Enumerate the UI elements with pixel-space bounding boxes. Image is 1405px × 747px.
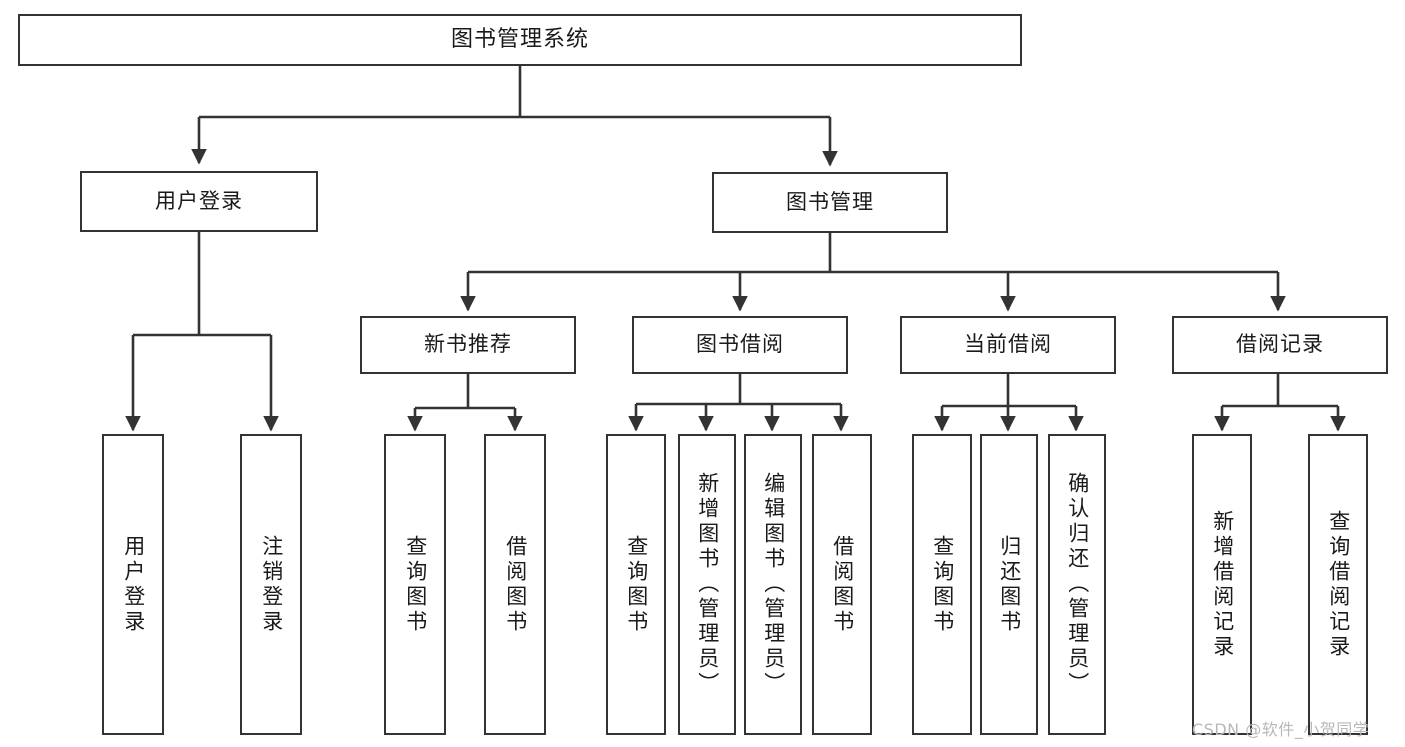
- leaf-borrow-borrow-book[interactable]: 借阅图书: [812, 434, 872, 735]
- node-label: 查询图书: [930, 534, 955, 635]
- node-label: 编辑图书（管理员）: [761, 472, 786, 697]
- node-label: 图书管理: [786, 189, 874, 214]
- leaf-user-login-login[interactable]: 用户登录: [102, 434, 164, 735]
- node-label: 用户登录: [121, 534, 146, 635]
- leaf-recommend-query-book[interactable]: 查询图书: [384, 434, 446, 735]
- leaf-borrow-edit-book-admin[interactable]: 编辑图书（管理员）: [744, 434, 802, 735]
- node-current-borrow[interactable]: 当前借阅: [900, 316, 1116, 374]
- node-label: 借阅图书: [503, 534, 528, 635]
- node-label: 查询图书: [403, 534, 428, 635]
- leaf-borrow-query-book[interactable]: 查询图书: [606, 434, 666, 735]
- node-root-system[interactable]: 图书管理系统: [18, 14, 1022, 66]
- node-label: 新书推荐: [424, 332, 512, 357]
- node-user-login[interactable]: 用户登录: [80, 171, 318, 232]
- leaf-current-return-book[interactable]: 归还图书: [980, 434, 1038, 735]
- node-label: 查询借阅记录: [1326, 509, 1351, 660]
- leaf-current-confirm-return-admin[interactable]: 确认归还（管理员）: [1048, 434, 1106, 735]
- leaf-user-login-logout[interactable]: 注销登录: [240, 434, 302, 735]
- node-label: 新增借阅记录: [1210, 509, 1235, 660]
- node-label: 注销登录: [259, 534, 284, 635]
- node-label: 图书借阅: [696, 332, 784, 357]
- leaf-current-query-book[interactable]: 查询图书: [912, 434, 972, 735]
- leaf-borrow-add-book-admin[interactable]: 新增图书（管理员）: [678, 434, 736, 735]
- node-label: 新增图书（管理员）: [695, 472, 720, 697]
- leaf-record-add-record[interactable]: 新增借阅记录: [1192, 434, 1252, 735]
- node-label: 确认归还（管理员）: [1065, 472, 1090, 697]
- leaf-recommend-borrow-book[interactable]: 借阅图书: [484, 434, 546, 735]
- node-book-management[interactable]: 图书管理: [712, 172, 948, 233]
- node-label: 当前借阅: [964, 332, 1052, 357]
- node-borrow-record[interactable]: 借阅记录: [1172, 316, 1388, 374]
- node-label: 借阅记录: [1236, 332, 1324, 357]
- watermark-text: CSDN @软件_小贺同学: [1192, 720, 1370, 739]
- leaf-record-query-record[interactable]: 查询借阅记录: [1308, 434, 1368, 735]
- node-label: 归还图书: [997, 534, 1022, 635]
- node-new-book-recommend[interactable]: 新书推荐: [360, 316, 576, 374]
- node-book-borrow[interactable]: 图书借阅: [632, 316, 848, 374]
- node-label: 用户登录: [155, 188, 243, 213]
- node-label: 查询图书: [624, 534, 649, 635]
- node-label: 借阅图书: [830, 534, 855, 635]
- node-label: 图书管理系统: [450, 26, 589, 52]
